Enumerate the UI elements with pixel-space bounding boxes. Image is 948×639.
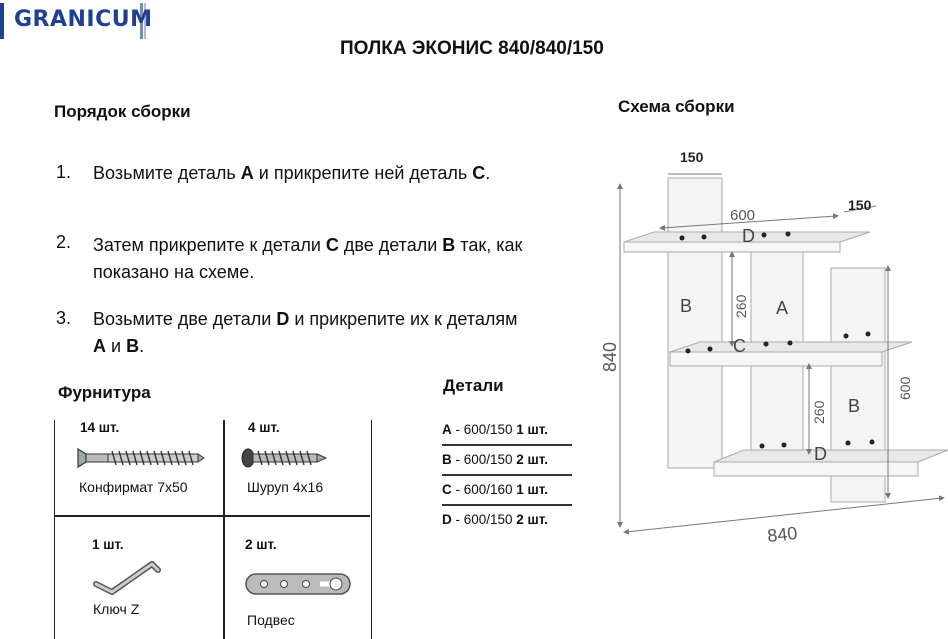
- row-divider: [442, 504, 572, 506]
- label-a: A: [776, 298, 788, 318]
- hardware-qty: 14 шт.: [80, 420, 120, 435]
- grid-divider: [223, 420, 225, 639]
- step-2-text: Затем прикрепите к детали C две детали B…: [93, 235, 523, 282]
- row-divider: [442, 474, 572, 476]
- dim-gap-2: 260: [811, 400, 827, 424]
- assembly-diagram: 150 150 600 840 840 260 260 600 D B A C …: [600, 149, 948, 546]
- hardware-grid: [54, 420, 372, 639]
- step-number: 2.: [56, 232, 72, 252]
- hardware-qty: 4 шт.: [248, 420, 280, 435]
- hanger-plate-icon: [245, 573, 351, 595]
- grid-divider: [54, 515, 370, 517]
- diagram-heading: Схема сборки: [618, 97, 735, 116]
- row-divider: [442, 444, 572, 446]
- step-number: 3.: [56, 308, 72, 328]
- label-b-right: B: [848, 396, 860, 416]
- part-row: C - 600/160 1 шт.: [442, 482, 548, 497]
- dim-shelf-length: 600: [730, 207, 755, 224]
- step-1-text: Возьмите деталь A и прикрепите ней детал…: [93, 163, 491, 183]
- hardware-qty: 1 шт.: [92, 537, 124, 552]
- dim-gap-1: 260: [733, 294, 749, 318]
- part-row: A - 600/150 1 шт.: [442, 422, 548, 437]
- panel-b-left: [667, 177, 723, 469]
- page-title: ПОЛКА ЭКОНИС 840/840/150: [340, 38, 604, 59]
- logo-text: GRANICUM: [14, 7, 153, 32]
- label-d-bottom: D: [814, 444, 827, 464]
- hardware-label: Подвес: [247, 612, 295, 628]
- part-row: D - 600/150 2 шт.: [442, 512, 548, 527]
- hardware-label: Шуруп 4х16: [247, 479, 324, 495]
- hardware-qty: 2 шт.: [245, 537, 277, 552]
- part-row: B - 600/150 2 шт.: [442, 452, 548, 467]
- label-b-left: B: [680, 296, 692, 316]
- logo-bars: [0, 3, 146, 39]
- shelf-bottom: [713, 449, 948, 463]
- confirmat-screw-icon: [77, 447, 205, 469]
- dim-height: 840: [600, 342, 620, 372]
- step-3-text: Возьмите две детали D и прикрепите их к …: [93, 309, 518, 356]
- brand-logo: [0, 0, 150, 42]
- hardware-label: Ключ Z: [93, 601, 140, 617]
- step-number: 1.: [56, 162, 72, 182]
- label-d-top: D: [742, 226, 755, 246]
- hardware-label: Конфирмат 7х50: [79, 479, 188, 495]
- hex-key-icon: [93, 561, 161, 595]
- parts-heading: Детали: [443, 376, 504, 395]
- dim-right-depth: 150: [848, 197, 872, 213]
- assembly-heading: Порядок сборки: [54, 102, 191, 121]
- wood-screw-icon: [241, 448, 328, 468]
- dim-side-height: 600: [897, 376, 913, 400]
- dim-width: 840: [766, 523, 798, 546]
- hardware-heading: Фурнитура: [58, 383, 151, 402]
- dim-top-width: 150: [680, 149, 704, 165]
- label-c: C: [733, 336, 746, 356]
